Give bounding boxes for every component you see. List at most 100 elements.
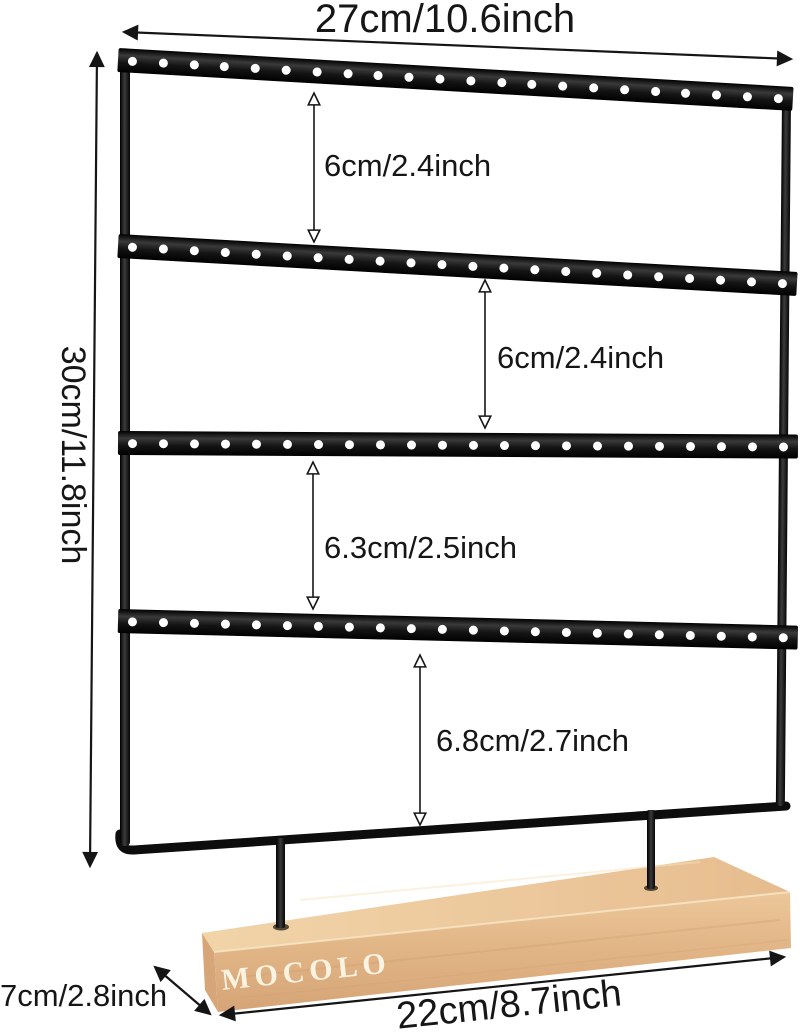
earring-hole: [127, 56, 138, 66]
earring-hole: [561, 627, 571, 637]
earring-hole: [313, 252, 323, 262]
earring-hole: [653, 271, 664, 281]
base-support-leg-left: [276, 838, 285, 928]
earring-hole: [778, 441, 789, 452]
left-height-label: 30cm/11.8inch: [54, 345, 92, 565]
earring-hole: [746, 276, 757, 287]
wood-grain-streak: [299, 861, 701, 901]
row-gap-2-label: 6cm/2.4inch: [497, 340, 665, 375]
earring-hole: [558, 80, 568, 91]
earring-hole: [313, 439, 324, 449]
earring-hole: [499, 625, 509, 636]
earring-hole: [681, 87, 691, 98]
earring-hole: [127, 242, 138, 252]
earring-hole: [592, 268, 602, 278]
earring-hole: [437, 624, 448, 634]
earring-hole: [530, 264, 540, 275]
earring-hole: [313, 621, 324, 631]
earring-hole: [189, 245, 200, 256]
earring-hole: [747, 441, 758, 451]
earring-hole: [189, 618, 200, 628]
wood-base-top-face: [202, 857, 790, 952]
earring-hole: [251, 619, 262, 629]
earring-hole: [654, 441, 665, 451]
earring-hole: [527, 79, 537, 89]
earring-hole: [282, 250, 292, 261]
earring-hole: [592, 628, 602, 638]
earring-hole: [251, 248, 262, 259]
earring-hole: [716, 441, 727, 451]
earring-hole: [684, 273, 695, 283]
earring-hole: [530, 626, 540, 636]
earring-hole: [777, 278, 788, 288]
earring-hole: [468, 440, 479, 450]
earring-hole: [220, 247, 231, 257]
earring-hole: [375, 622, 386, 633]
earring-hole: [499, 262, 509, 273]
base-support-leg-right: [647, 810, 655, 889]
earring-hole: [342, 68, 353, 78]
earring-hole: [650, 86, 660, 96]
top-width-label: 27cm/10.6inch: [314, 0, 576, 41]
earring-hole: [127, 438, 138, 448]
earring-hole: [406, 440, 417, 450]
earring-hole: [716, 631, 726, 641]
earring-hole: [773, 93, 783, 103]
earring-hole: [437, 440, 448, 450]
earring-hole: [496, 77, 507, 87]
earring-hole: [344, 254, 354, 264]
earring-hole: [530, 440, 541, 450]
earring-hole: [654, 629, 664, 639]
earring-hole: [592, 440, 603, 451]
wood-base-left-face: [202, 933, 218, 1012]
row-gap-3-label: 6.3cm/2.5inch: [324, 530, 517, 565]
earring-hole: [623, 628, 633, 639]
earring-hole: [561, 440, 572, 450]
earring-bar-2: [117, 234, 798, 296]
earring-hole: [375, 255, 385, 266]
earring-bar-3: [117, 431, 799, 459]
earring-hole: [373, 70, 384, 80]
earring-hole: [344, 439, 355, 449]
earring-hole: [281, 64, 291, 75]
earring-hole: [219, 61, 230, 71]
earring-hole: [158, 617, 169, 627]
earring-bar-1: [117, 48, 794, 111]
earring-hole: [588, 82, 599, 93]
earring-hole: [465, 75, 476, 86]
wood-edge-highlight: [213, 891, 791, 953]
earring-hole: [344, 622, 355, 632]
earring-hole: [189, 59, 199, 70]
earring-hole: [622, 269, 633, 280]
earring-hole: [623, 441, 634, 451]
frame-bottom-rail: [115, 801, 791, 855]
earring-hole: [747, 631, 757, 642]
base-width-label: 22cm/8.7inch: [394, 972, 624, 1033]
earring-hole: [158, 57, 168, 68]
earring-hole: [685, 630, 695, 640]
earring-hole: [312, 66, 322, 77]
earring-bar-4: [117, 609, 799, 650]
earring-hole: [406, 257, 416, 268]
earring-hole: [375, 439, 386, 449]
earring-hole: [561, 266, 571, 276]
earring-hole: [437, 259, 447, 269]
earring-hole: [499, 440, 510, 450]
earring-hole: [778, 632, 788, 642]
brand-label: MOCOLO: [220, 946, 393, 997]
earring-hole: [250, 63, 261, 73]
earring-hole: [282, 439, 293, 449]
earring-hole: [715, 274, 726, 285]
earring-hole: [406, 623, 417, 633]
earring-hole: [619, 84, 630, 94]
earring-hole: [189, 438, 200, 448]
earring-hole: [468, 261, 478, 271]
earring-hole: [742, 91, 753, 102]
earring-hole: [435, 73, 445, 84]
wood-grain-streak: [229, 919, 781, 979]
earring-hole: [220, 619, 231, 629]
earring-hole: [282, 620, 293, 630]
earring-hole: [711, 89, 722, 100]
earring-hole: [251, 439, 262, 449]
earring-hole: [220, 439, 231, 449]
